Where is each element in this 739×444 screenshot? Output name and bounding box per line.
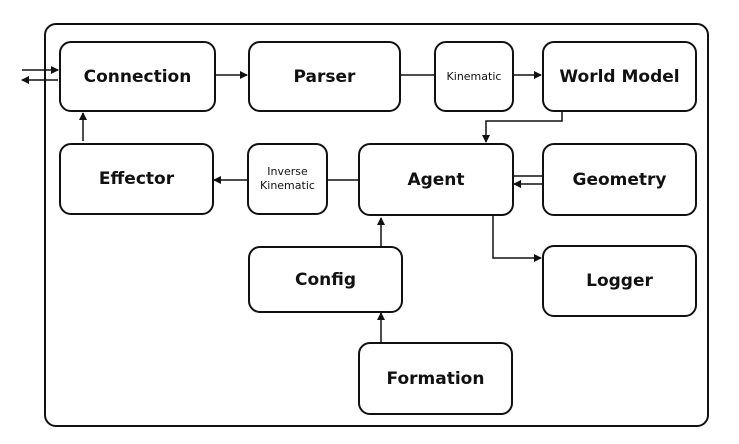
connection-label: Connection (83, 66, 192, 87)
config-node: Config (248, 246, 403, 313)
agent-label: Agent (407, 169, 465, 190)
connection-node: Connection (59, 41, 216, 112)
geometry-label: Geometry (572, 169, 667, 190)
agent-to-logger-arrow (492, 216, 542, 262)
logger-label: Logger (586, 271, 653, 291)
geometry-node: Geometry (542, 143, 697, 216)
formation-node: Formation (358, 342, 513, 415)
inverse-kinematic-label: Inverse Kinematic (260, 165, 315, 192)
parser-node: Parser (248, 41, 401, 112)
formation-label: Formation (386, 368, 485, 389)
config-label: Config (294, 269, 357, 290)
kinematic-node: Kinematic (434, 41, 514, 112)
agent-node: Agent (358, 143, 514, 216)
kinematic-label: Kinematic (446, 69, 502, 83)
world-model-to-agent-arrow (482, 110, 563, 143)
world-model-node: World Model (542, 41, 697, 112)
effector-label: Effector (98, 169, 175, 189)
inverse-kinematic-node: Inverse Kinematic (247, 143, 328, 215)
system-boundary (44, 23, 709, 427)
parser-label: Parser (293, 66, 356, 87)
world-model-label: World Model (559, 66, 680, 87)
effector-node: Effector (59, 143, 214, 215)
logger-node: Logger (542, 245, 697, 317)
